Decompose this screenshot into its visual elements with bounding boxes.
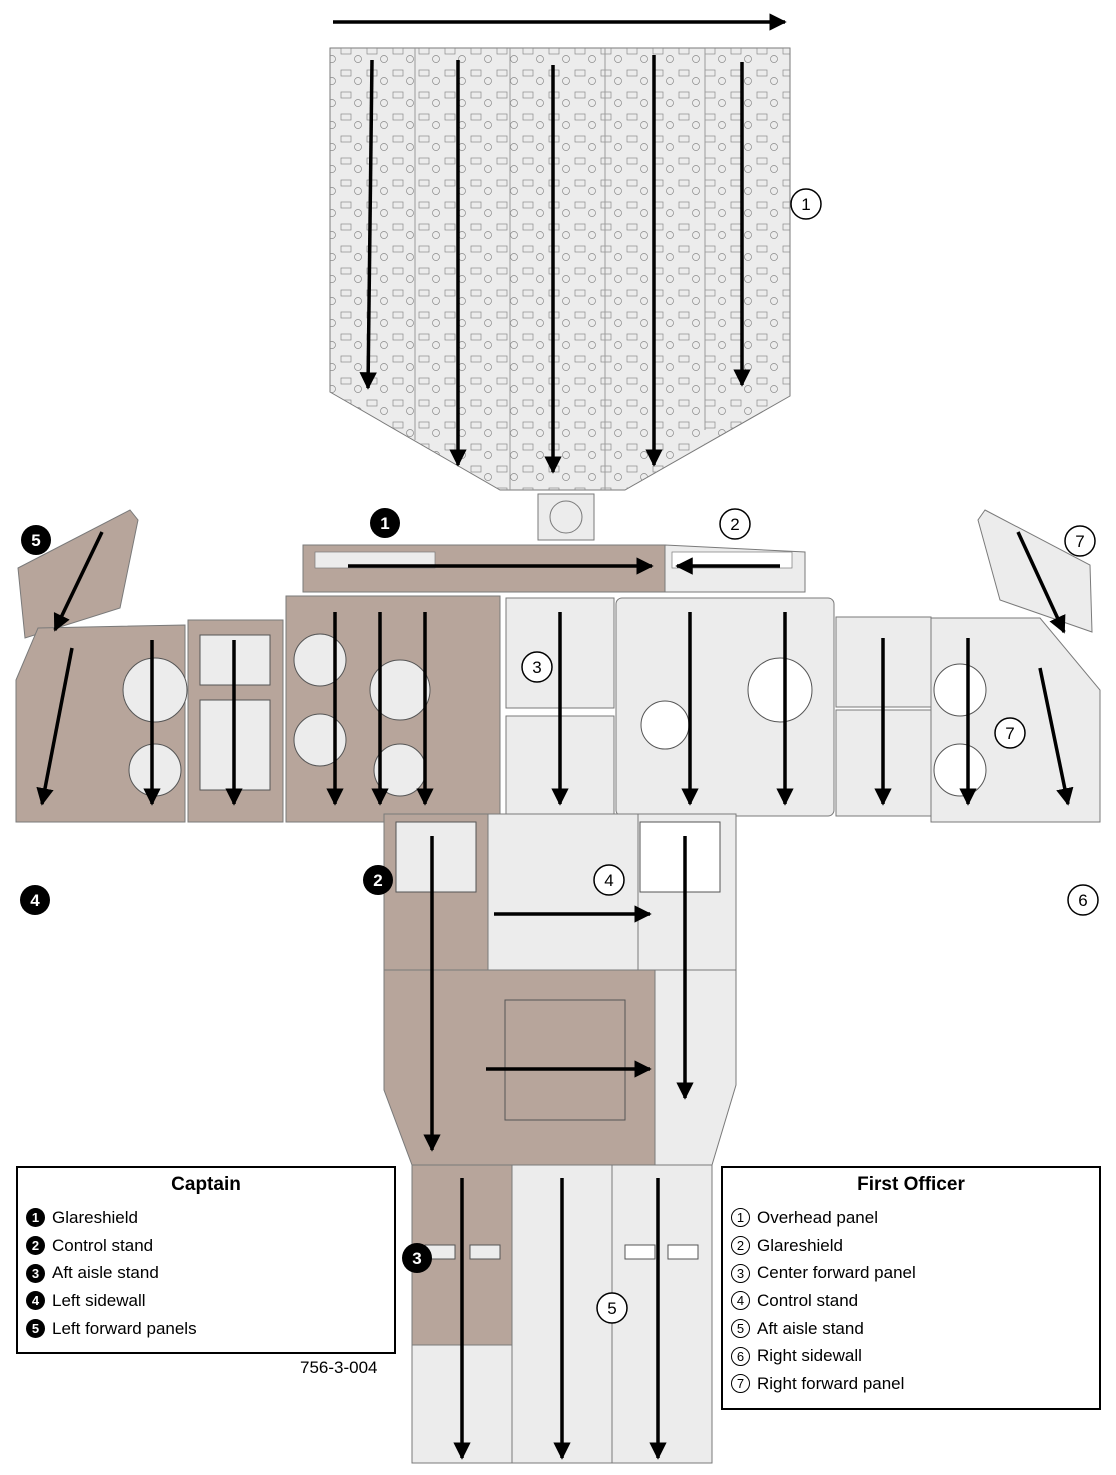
first-officer-legend-number: 7	[731, 1374, 750, 1393]
first-officer-legend-label: Right sidewall	[757, 1346, 862, 1366]
first-officer-legend-item: 6 Right sidewall	[731, 1342, 1099, 1370]
svg-text:7: 7	[1005, 724, 1014, 743]
first-officer-legend-number: 2	[731, 1236, 750, 1255]
fo-marker-center-forward: 3	[522, 652, 552, 682]
captain-legend-number: 5	[26, 1319, 45, 1338]
fo-marker-right-sidewall: 6	[1068, 885, 1098, 915]
fo-marker-glareshield: 2	[720, 509, 750, 539]
fo-marker-overhead: 1	[791, 189, 821, 219]
captain-legend-label: Glareshield	[52, 1208, 138, 1228]
first-officer-legend-item: 4 Control stand	[731, 1287, 1099, 1315]
first-officer-legend-number: 4	[731, 1291, 750, 1310]
first-officer-legend-title: First Officer	[723, 1174, 1099, 1196]
captain-legend-label: Aft aisle stand	[52, 1263, 159, 1283]
first-officer-legend-label: Right forward panel	[757, 1374, 904, 1394]
captain-legend-item: 5 Left forward panels	[26, 1315, 394, 1343]
svg-text:1: 1	[801, 195, 810, 214]
svg-text:3: 3	[412, 1249, 421, 1268]
svg-text:2: 2	[730, 515, 739, 534]
svg-text:6: 6	[1078, 891, 1087, 910]
captain-legend-number: 3	[26, 1264, 45, 1283]
first-officer-legend-number: 5	[731, 1319, 750, 1338]
captain-legend-item: 2 Control stand	[26, 1232, 394, 1260]
first-officer-legend-number: 6	[731, 1347, 750, 1366]
first-officer-legend-label: Glareshield	[757, 1236, 843, 1256]
captain-legend-number: 1	[26, 1208, 45, 1227]
captain-legend-item: 4 Left sidewall	[26, 1287, 394, 1315]
first-officer-legend-item: 7 Right forward panel	[731, 1370, 1099, 1398]
svg-text:5: 5	[607, 1299, 616, 1318]
captain-marker-left-sidewall: 4	[20, 885, 50, 915]
captain-marker-control-stand: 2	[363, 865, 393, 895]
captain-legend-number: 2	[26, 1236, 45, 1255]
first-officer-legend-item: 3 Center forward panel	[731, 1259, 1099, 1287]
captain-legend-label: Control stand	[52, 1236, 153, 1256]
svg-text:3: 3	[532, 658, 541, 677]
fo-marker-aft-aisle: 5	[597, 1293, 627, 1323]
captain-legend-item: 3 Aft aisle stand	[26, 1259, 394, 1287]
captain-marker-aft-aisle: 3	[402, 1243, 432, 1273]
figure-id: 756-3-004	[300, 1358, 378, 1378]
first-officer-legend-label: Aft aisle stand	[757, 1319, 864, 1339]
fo-marker-control-stand: 4	[594, 865, 624, 895]
first-officer-legend: First Officer 1 Overhead panel 2 Glareshie…	[721, 1166, 1101, 1410]
first-officer-legend-item: 2 Glareshield	[731, 1232, 1099, 1260]
captain-legend-item: 1 Glareshield	[26, 1204, 394, 1232]
svg-text:1: 1	[380, 514, 389, 533]
captain-instrument-panel	[16, 596, 500, 822]
captain-marker-glareshield: 1	[370, 508, 400, 538]
captain-legend-list: 1 Glareshield 2 Control stand 3 Aft aisle s…	[18, 1204, 394, 1342]
control-stand	[384, 814, 736, 1165]
glareshield	[303, 545, 805, 592]
captain-marker-left-forward: 5	[21, 525, 51, 555]
captain-legend: Captain 1 Glareshield 2 Control stand 3 Aft…	[16, 1166, 396, 1354]
svg-text:7: 7	[1075, 532, 1084, 551]
first-officer-legend-number: 3	[731, 1264, 750, 1283]
first-officer-legend-label: Center forward panel	[757, 1263, 916, 1283]
svg-text:5: 5	[31, 531, 40, 550]
captain-legend-label: Left forward panels	[52, 1319, 197, 1339]
first-officer-legend-number: 1	[731, 1208, 750, 1227]
svg-text:4: 4	[30, 891, 40, 910]
first-officer-legend-list: 1 Overhead panel 2 Glareshield 3 Center for…	[723, 1204, 1099, 1398]
captain-legend-number: 4	[26, 1291, 45, 1310]
first-officer-legend-label: Overhead panel	[757, 1208, 878, 1228]
first-officer-legend-item: 5 Aft aisle stand	[731, 1315, 1099, 1343]
fo-marker-right-forward-top: 7	[1065, 526, 1095, 556]
fo-marker-right-forward: 7	[995, 718, 1025, 748]
overhead-panel	[330, 48, 790, 490]
captain-legend-label: Left sidewall	[52, 1291, 146, 1311]
first-officer-legend-item: 1 Overhead panel	[731, 1204, 1099, 1232]
svg-text:4: 4	[604, 871, 613, 890]
captain-legend-title: Captain	[18, 1174, 394, 1196]
first-officer-legend-label: Control stand	[757, 1291, 858, 1311]
svg-text:2: 2	[373, 871, 382, 890]
